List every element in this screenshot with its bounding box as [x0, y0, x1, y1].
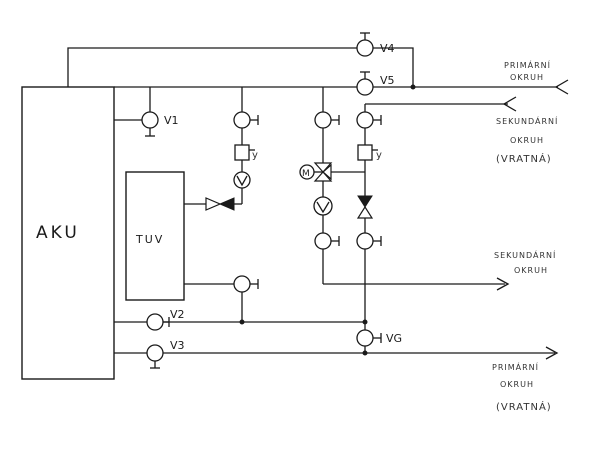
valve-mix-top — [314, 111, 340, 129]
label-v1: V1 — [164, 114, 179, 127]
motor-icon — [299, 164, 315, 180]
aku-label: AKU — [36, 223, 80, 243]
label-v6: VG — [386, 332, 402, 345]
svg-text:OKRUH: OKRUH — [510, 73, 544, 82]
tuv-tank — [125, 171, 185, 301]
valve-tuv-bottom — [233, 275, 259, 293]
valve-mix-bottom — [314, 232, 340, 250]
strainer-tuv — [234, 144, 255, 161]
check-valve-return-icon — [356, 195, 374, 219]
valve-return-top — [356, 111, 382, 129]
arrow-secondary-supply — [496, 277, 510, 291]
tuv-label: TUV — [135, 233, 164, 246]
strainer-return — [357, 144, 378, 161]
pump-tuv-icon — [233, 171, 251, 189]
svg-text:OKRUH: OKRUH — [510, 136, 544, 145]
svg-text:SEKUNDÁRNÍ: SEKUNDÁRNÍ — [494, 249, 556, 260]
valve-v5 — [356, 71, 374, 96]
strainer-tuv-mark: y — [252, 150, 259, 161]
svg-text:PRIMÁRNÍ: PRIMÁRNÍ — [492, 361, 539, 372]
label-v5: V5 — [380, 74, 395, 87]
aku-tank — [21, 86, 115, 380]
label-secondary-return: SEKUNDÁRNÍ OKRUH (VRATNÁ) — [496, 115, 558, 165]
arrow-secondary-return — [502, 96, 517, 112]
label-primary-supply: PRIMÁRNÍ OKRUH — [504, 59, 551, 82]
svg-text:OKRUH: OKRUH — [514, 266, 548, 275]
label-v3: V3 — [170, 339, 185, 352]
svg-text:PRIMÁRNÍ: PRIMÁRNÍ — [504, 59, 551, 70]
valve-v4 — [356, 32, 374, 57]
valve-v2 — [146, 313, 170, 331]
mixing-valve-icon — [313, 162, 333, 182]
label-secondary-supply: SEKUNDÁRNÍ OKRUH — [494, 249, 556, 275]
valve-v3 — [146, 344, 164, 369]
strainer-return-mark: y — [376, 150, 383, 161]
label-v4: V4 — [380, 42, 395, 55]
arrow-primary-supply — [554, 79, 569, 95]
check-valve-tuv-icon — [205, 197, 235, 211]
valve-return-bottom — [356, 232, 382, 250]
label-primary-return: PRIMÁRNÍ OKRUH (VRATNÁ) — [492, 361, 552, 413]
svg-text:OKRUH: OKRUH — [500, 380, 534, 389]
junction-dots — [239, 84, 416, 356]
valve-v6 — [356, 329, 382, 347]
pump-mix-icon — [313, 196, 333, 216]
svg-text:(VRATNÁ): (VRATNÁ) — [496, 400, 552, 413]
valve-v1 — [141, 111, 159, 137]
arrow-primary-return — [545, 346, 559, 360]
piping — [67, 47, 558, 354]
valve-tuv-top — [233, 111, 259, 129]
svg-text:SEKUNDÁRNÍ: SEKUNDÁRNÍ — [496, 115, 558, 126]
svg-text:(VRATNÁ): (VRATNÁ) — [496, 152, 552, 165]
label-v2: V2 — [170, 308, 185, 321]
motor-label: M — [302, 169, 310, 179]
